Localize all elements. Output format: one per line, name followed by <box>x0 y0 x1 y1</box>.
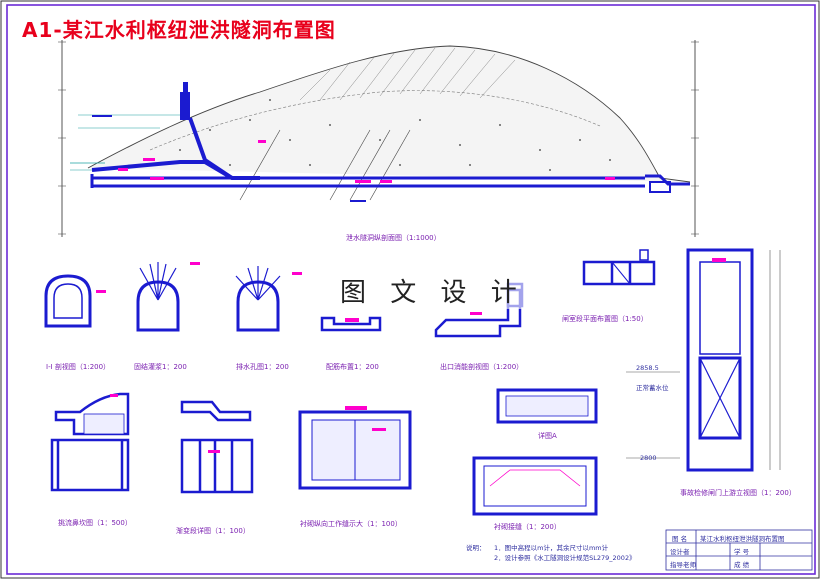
elevation-design: 正常蓄水位 <box>636 384 669 392</box>
caption-rebar: 配筋布置1：200 <box>326 363 379 371</box>
inner-border <box>6 4 816 575</box>
title-block <box>665 529 813 571</box>
titleblock-name-label: 图 名 <box>672 535 688 543</box>
watermark: 图 文 设 计 <box>340 272 525 309</box>
caption-grouting: 固结灌浆1：200 <box>134 363 187 371</box>
lining-longitudinal-joint <box>298 406 412 490</box>
caption-gate-shaft: 闸室段平面布置图（1:50） <box>562 315 648 323</box>
note-1: 1．图中高程以m计，其余尺寸以mm计 <box>494 544 609 552</box>
titleblock-score: 成 绩 <box>734 561 750 569</box>
titleblock-reviewer: 指导老师 <box>670 561 696 569</box>
elevation-bottom: 2800 <box>640 454 657 462</box>
note-2: 2．设计参照《水工隧洞设计规范SL279_2002》 <box>494 554 636 562</box>
notes-label: 说明： <box>466 544 486 552</box>
caption-lining-long: 衬砌纵向工作缝示大（1：100） <box>300 520 402 528</box>
energy-dissipator <box>50 392 130 492</box>
caption-outlet: 出口消能剖视图（1:200） <box>440 363 524 371</box>
drawing-title: A1-某江水利枢纽泄洪隧洞布置图 <box>22 18 336 42</box>
caption-energy: 挑流鼻坎图（1：500） <box>58 519 132 527</box>
rebar-section <box>320 316 382 332</box>
caption-section-1-1: Ⅰ-Ⅰ 剖视图（1:200） <box>46 363 111 371</box>
caption-transition: 渐变段详图（1：100） <box>176 527 250 535</box>
caption-lining-cross: 衬砌接缝（1：200） <box>494 523 561 531</box>
titleblock-designer: 设计者 <box>670 548 690 556</box>
grouting-section <box>136 262 200 332</box>
longitudinal-profile <box>58 40 699 237</box>
caption-gate-elevation: 事故检修闸门上游立视图（1：200） <box>680 489 796 497</box>
drainage-section <box>235 266 302 332</box>
gate-shaft-plan <box>582 249 656 286</box>
titleblock-name-value: 某江水利枢纽泄洪隧洞布置图 <box>700 535 785 543</box>
caption-drainage: 排水孔图1：200 <box>236 363 289 371</box>
elevation-upper: 2858.5 <box>636 364 659 372</box>
section-1-1 <box>44 274 106 328</box>
transition-detail <box>180 400 254 494</box>
caption-profile: 泄水隧洞纵剖面图（1:1000） <box>346 234 441 242</box>
caption-detail-a: 详图A <box>538 432 557 440</box>
detail-a <box>496 388 598 424</box>
lining-cross-joint <box>472 456 598 516</box>
titleblock-number: 学 号 <box>734 548 750 556</box>
gate-elevation <box>626 248 781 472</box>
